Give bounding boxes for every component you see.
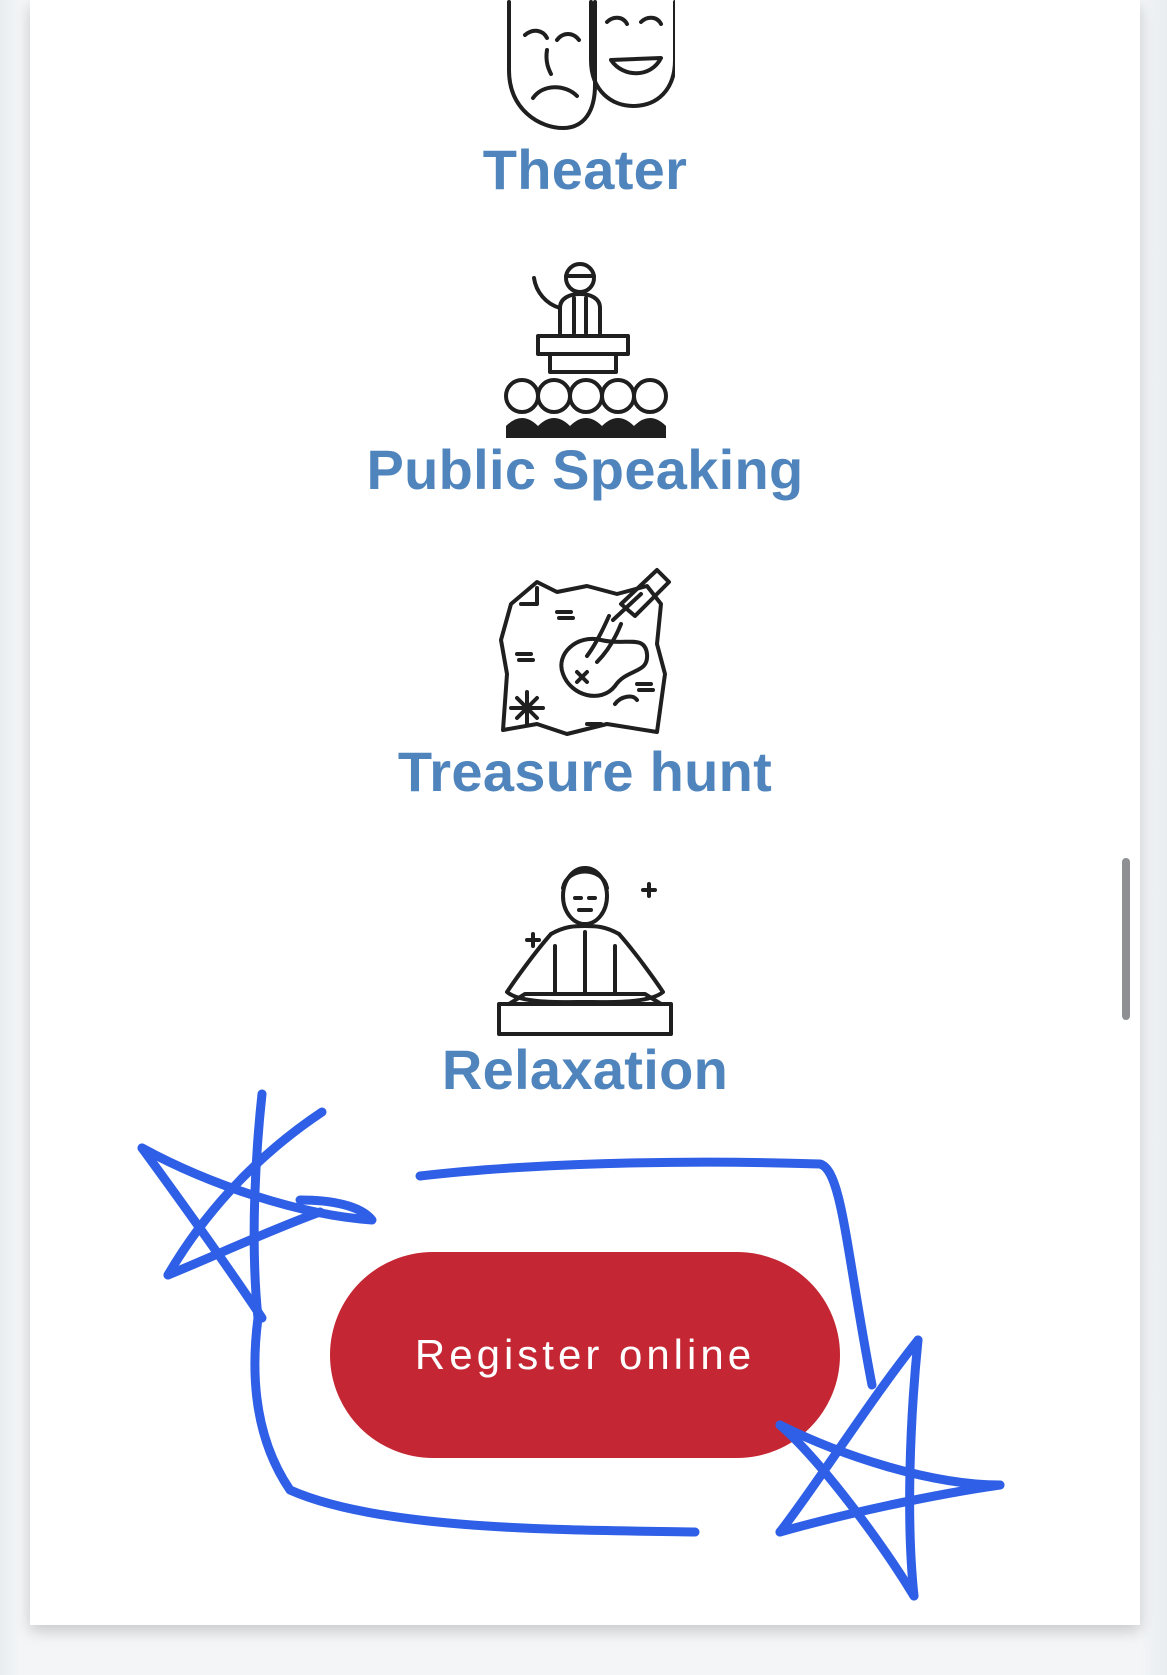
scrollbar-thumb[interactable]	[1122, 858, 1130, 1020]
activity-public-speaking: Public Speaking	[30, 258, 1140, 508]
activity-relaxation: Relaxation	[30, 862, 1140, 1102]
activity-label: Treasure hunt	[397, 740, 773, 803]
meditation-icon	[497, 866, 673, 1036]
speaker-podium-audience-icon	[504, 262, 668, 438]
scrollbar-track[interactable]	[1113, 0, 1140, 1625]
register-online-button[interactable]: Register online	[330, 1252, 840, 1458]
activity-label: Theater	[482, 138, 688, 201]
activity-label: Public Speaking	[366, 438, 804, 501]
treasure-map-icon	[499, 568, 671, 736]
activity-theater: Theater	[30, 0, 1140, 200]
content-card: Theater Public Speaking	[30, 0, 1140, 1625]
activity-treasure-hunt: Treasure hunt	[30, 564, 1140, 804]
theater-masks-icon	[507, 0, 675, 130]
activity-label: Relaxation	[441, 1038, 729, 1101]
